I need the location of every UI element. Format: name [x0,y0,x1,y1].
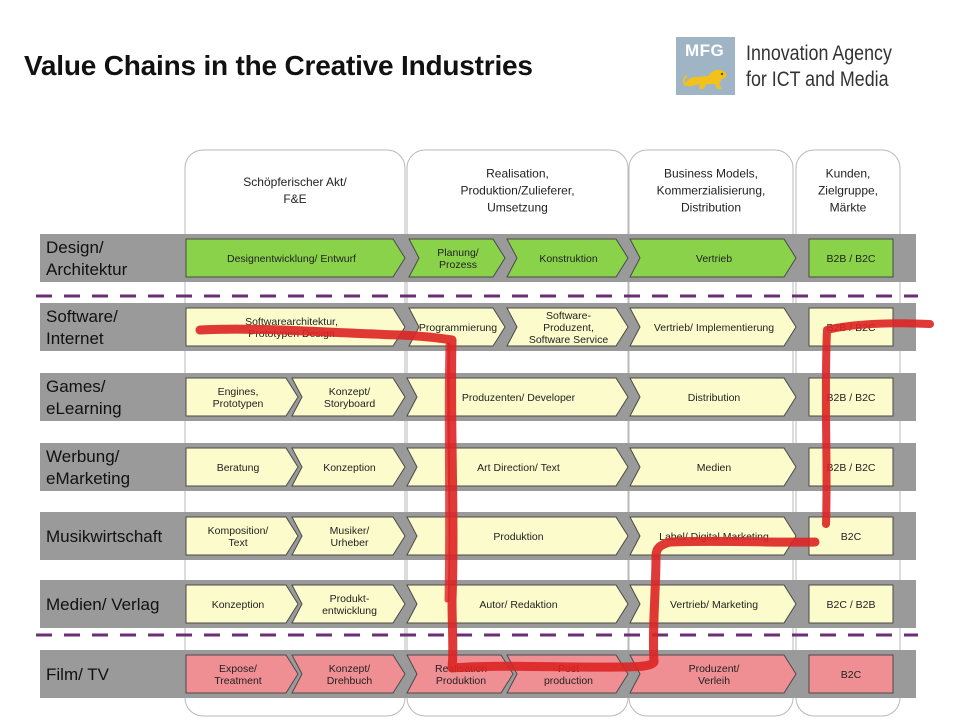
red-stroke [195,324,820,673]
chain-step-label: Produzenten/ Developer [462,392,576,404]
chain-step-label: Vertrieb/ Implementierung [654,322,774,334]
chain-step [185,654,299,694]
value-chain-rows: Design/Architektur Designentwicklung/ Ent… [40,234,916,698]
row-1: Software/InternetSoftwarearchitektur,Pro… [40,303,916,351]
chain-step-label: Art Direction/ Text [477,462,560,474]
chain-step [185,238,406,278]
chain-step [406,584,629,624]
column-header: Business Models,Kommerzialisierung,Distr… [657,166,766,214]
column-header: Kunden,Zielgruppe,Märkte [818,166,878,214]
chain-step-label: Konzeption [323,462,376,474]
red-stroke [821,319,934,528]
row-label: Werbung/eMarketing [46,447,130,488]
row-label: Design/Architektur [46,238,128,279]
chain-step-label: Planung/Prozess [437,247,479,271]
logo-line-2: for ICT and Media [746,68,889,91]
chain-step [185,584,299,624]
chain-step [629,584,797,624]
row-6: Film/ TV Expose/Treatment Konzept/Drehbuch… [40,650,916,698]
row-label: Games/eLearning [46,377,122,418]
chain-step-label: Konzept/Storyboard [324,386,376,410]
chain-step [506,238,629,278]
market-label: B2B / B2C [826,253,875,265]
chain-step-label: Beratung [217,462,260,474]
chain-step-label: Konzept/Drehbuch [327,663,373,687]
row-2: Games/eLearning Engines,Prototypen Konzept… [40,373,916,421]
chain-step [629,377,797,417]
chain-step [291,377,406,417]
chain-step [406,377,629,417]
chain-step-label: Software-Produzent,Software Service [529,310,609,346]
row-5: Medien/ Verlag Konzeption Produkt-entwickl… [40,580,916,628]
chain-step-label: Konstruktion [539,253,598,265]
chain-step [291,447,406,487]
chain-step-label: Vertrieb [696,253,732,265]
chain-step-label: Produktion [493,531,543,543]
column-frame [184,149,406,717]
row-label: Film/ TV [46,665,110,684]
chain-step-label: Distribution [688,392,741,404]
chain-step-label: Programmierung [419,322,497,334]
market-label: B2B / B2C [826,462,875,474]
market-label: B2B / B2C [826,392,875,404]
row-label: Software/Internet [46,307,118,348]
market-label: B2C / B2B [826,599,875,611]
chain-step-label: Autor/ Redaktion [479,599,557,611]
chain-step-label: Produzent/Verleih [689,663,740,687]
chain-step-label: Vertrieb/ Marketing [670,599,758,611]
chain-step [629,654,797,694]
logo-badge: MFG [676,37,735,95]
row-4: Musikwirtschaft Komposition/Text Musiker/U… [40,512,916,560]
row-label: Medien/ Verlag [46,595,159,614]
market-box [808,584,894,624]
logo-wordmark: Innovation Agency for ICT and Media [746,41,892,93]
lion-icon [682,69,727,89]
chain-step-label: Konzeption [212,599,265,611]
chain-step-label: Produkt-entwicklung [322,593,377,617]
red-stroke [444,342,451,603]
chain-step [506,307,629,347]
market-box [808,238,894,278]
chain-step [629,307,797,347]
chain-step [629,447,797,487]
chain-step [291,516,406,556]
row-label: Musikwirtschaft [46,527,162,546]
chain-step [185,377,299,417]
chain-step-label: Designentwicklung/ Entwurf [227,253,356,265]
column-frame [628,149,794,717]
chain-step [408,238,506,278]
column-frame [795,149,901,717]
column-headers: Schöpferischer Akt/F&E Realisation,Produk… [184,149,901,717]
row-3: Werbung/eMarketing Beratung Konzeption Art … [40,443,916,491]
slide-title: Value Chains in the Creative Industries [24,50,533,81]
market-label: B2C [841,669,862,681]
chain-step [291,654,406,694]
chain-step [406,516,629,556]
chain-step [629,238,797,278]
column-frame [406,149,629,717]
chain-step [406,447,629,487]
chain-step [291,584,406,624]
red-highlight-marker [195,319,934,673]
chain-step [185,447,299,487]
chain-step-label: Komposition/Text [208,525,269,549]
logo-line-1: Innovation Agency [746,42,892,65]
logo-badge-text: MFG [685,41,725,60]
column-header: Schöpferischer Akt/F&E [243,175,347,206]
chain-step-label: Expose/Treatment [214,663,262,687]
chain-step-label: Engines,Prototypen [213,386,264,410]
chain-step-label: Musiker/Urheber [330,525,370,549]
chain-step-label: Medien [697,462,732,474]
market-label: B2C [841,531,862,543]
column-header: Realisation,Produktion/Zulieferer,Umsetz… [460,166,574,214]
market-box [808,654,894,694]
chain-step [185,516,299,556]
row-0: Design/Architektur Designentwicklung/ Ent… [40,234,916,282]
